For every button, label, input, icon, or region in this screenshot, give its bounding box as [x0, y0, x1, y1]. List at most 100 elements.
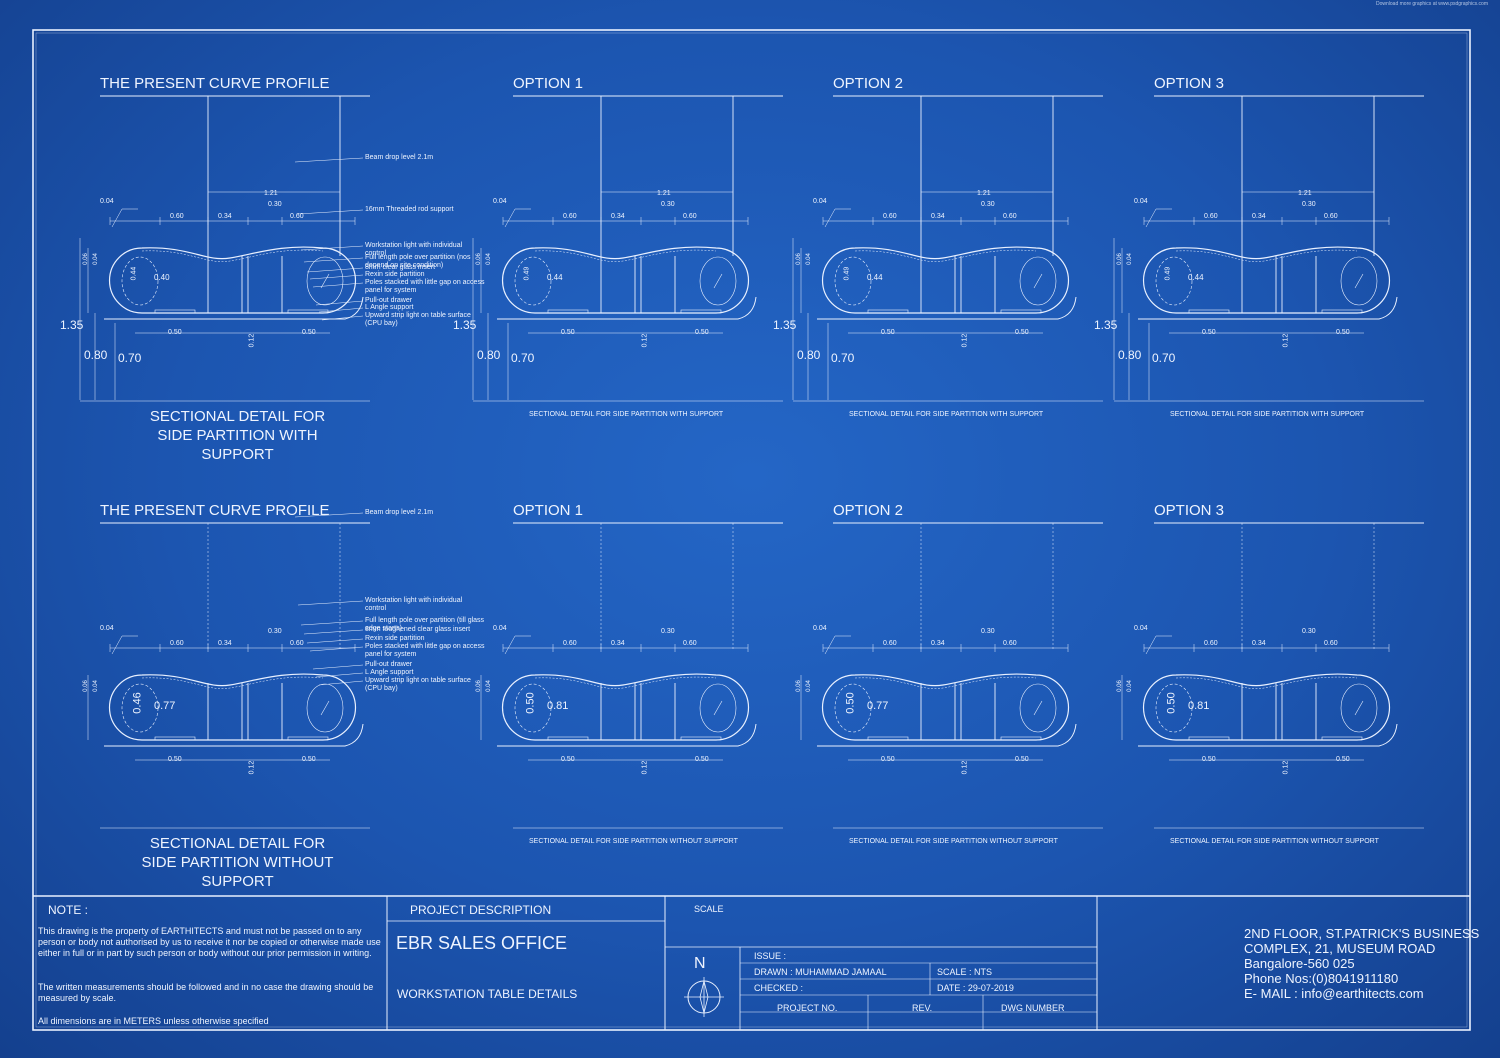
workstation-profile [501, 246, 750, 314]
pull-out-drawer [1000, 736, 1042, 741]
glass-hatch [1354, 273, 1364, 289]
dim-0-30: 0.30 [1302, 201, 1316, 208]
table-top-plate [497, 296, 757, 320]
callout-leader [300, 245, 364, 251]
dim-0-50: 0.50 [1202, 756, 1216, 763]
dim-0-34: 0.34 [1252, 640, 1266, 647]
table-top-plate [497, 723, 757, 747]
dim-cap-width: 0.44 [867, 273, 883, 282]
callout-label: Pull-out drawer [365, 661, 413, 668]
callout-label: Rexin side partition [365, 635, 425, 642]
leader-0-04 [111, 208, 138, 228]
dim-0-04: 0.04 [1126, 680, 1133, 692]
address-line-2: COMPLEX, 21, MUSEUM ROAD [1244, 941, 1436, 956]
credit-text: Download more graphics at www.psdgraphic… [1376, 1, 1488, 7]
pull-out-drawer [547, 736, 589, 741]
dim-0-70: 0.70 [118, 351, 142, 365]
panel-2-3 [800, 522, 1103, 829]
pull-out-drawer [287, 309, 329, 314]
callout-label: Beam drop level 2.1m [365, 154, 434, 161]
dim-0-30: 0.30 [661, 628, 675, 635]
panel-caption-large: SECTIONAL DETAIL FOR SIDE PARTITION WITH… [149, 408, 326, 463]
callout-label: Full length pole over partition (nos dep… [365, 254, 471, 269]
dim-0-06: 0.06 [1116, 680, 1123, 692]
callout-leader [303, 257, 364, 263]
panel-caption-small: SECTIONAL DETAIL FOR SIDE PARTITION WITH… [849, 411, 1044, 418]
dim-0-34: 0.34 [611, 640, 625, 647]
dim-0-30: 0.30 [268, 628, 282, 635]
dim-0-04: 0.04 [813, 198, 827, 205]
workstation-profile-inner [534, 676, 717, 689]
dim-0-04: 0.04 [485, 253, 492, 265]
dim-0-04: 0.04 [100, 625, 114, 632]
dim-0-04: 0.04 [493, 625, 507, 632]
dim-1-21: 1.21 [1298, 190, 1312, 197]
dim-0-04: 0.04 [1134, 625, 1148, 632]
dim-0-50: 0.50 [168, 329, 182, 336]
dim-0-04: 0.04 [805, 680, 812, 692]
callout-leader [294, 157, 364, 163]
dim-0-60: 0.60 [883, 640, 897, 647]
panel-heading: OPTION 1 [513, 75, 584, 92]
project-description-label: PROJECT DESCRIPTION [410, 903, 552, 917]
workstation-profile-inner [854, 249, 1037, 262]
issue-field: ISSUE : [754, 951, 787, 961]
dim-0-50: 0.50 [695, 756, 709, 763]
dim-0-12: 0.12 [1282, 760, 1290, 775]
dim-0-60: 0.60 [290, 640, 304, 647]
glass-hatch [1033, 700, 1043, 716]
dim-cap-height: 0.50 [524, 692, 537, 714]
glass-hatch [713, 273, 723, 289]
panel-heading: OPTION 3 [1154, 75, 1225, 92]
project-name: EBR SALES OFFICE [396, 933, 568, 953]
outer-border [32, 29, 1471, 1031]
north-compass-arrow [699, 980, 709, 1014]
dim-cap-height: 0.49 [843, 266, 851, 281]
glass-hatch [320, 273, 330, 289]
dim-1-35: 1.35 [60, 318, 84, 332]
end-cap-detail [306, 256, 344, 306]
dim-0-50: 0.50 [302, 756, 316, 763]
callout-leader [315, 672, 364, 678]
dim-0-34: 0.34 [931, 213, 945, 220]
dim-0-60: 0.60 [1204, 213, 1218, 220]
pull-out-drawer [1000, 309, 1042, 314]
callout-label: Upward strip light on table surface (CPU… [365, 312, 471, 327]
dim-0-04: 0.04 [92, 680, 99, 692]
dim-0-06: 0.06 [1116, 253, 1123, 265]
pull-out-drawer [1321, 309, 1363, 314]
panel-2-2 [480, 522, 783, 829]
workstation-profile [1142, 246, 1391, 314]
note-paragraph-3: All dimensions are in METERS unless othe… [38, 1016, 269, 1026]
panel-caption-large: SECTIONAL DETAIL FOR SIDE PARTITION WITH… [141, 835, 334, 890]
workstation-profile-inner [141, 249, 324, 262]
callout-label: L Angle support [365, 304, 414, 311]
dim-0-60: 0.60 [1204, 640, 1218, 647]
callout-leader [312, 282, 364, 288]
dim-0-60: 0.60 [883, 213, 897, 220]
workstation-profile-inner [534, 249, 717, 262]
dim-0-34: 0.34 [611, 213, 625, 220]
dim-0-60: 0.60 [1003, 640, 1017, 647]
dim-0-04: 0.04 [1126, 253, 1133, 265]
dim-0-50: 0.50 [302, 329, 316, 336]
dim-0-04: 0.04 [813, 625, 827, 632]
panel-2-1 [87, 522, 370, 829]
callout-label: Pull-out drawer [365, 297, 413, 304]
checked-field: CHECKED : [754, 983, 804, 993]
callout-label: Poles stacked with little gap on access … [365, 279, 485, 294]
dim-0-04: 0.04 [485, 680, 492, 692]
panel-heading: OPTION 2 [833, 75, 904, 92]
dim-cap-width: 0.81 [1188, 700, 1210, 712]
panel-caption-small: SECTIONAL DETAIL FOR SIDE PARTITION WITH… [529, 838, 738, 845]
end-cap-detail [121, 683, 159, 733]
workstation-profile-inner [1175, 676, 1358, 689]
dim-cap-width: 0.44 [547, 273, 563, 282]
callout-label: L Angle support [365, 669, 414, 676]
dim-0-60: 0.60 [683, 640, 697, 647]
dim-0-04: 0.04 [805, 253, 812, 265]
workstation-profile [1142, 673, 1391, 741]
callout-label: Rexin side partition [365, 271, 425, 278]
